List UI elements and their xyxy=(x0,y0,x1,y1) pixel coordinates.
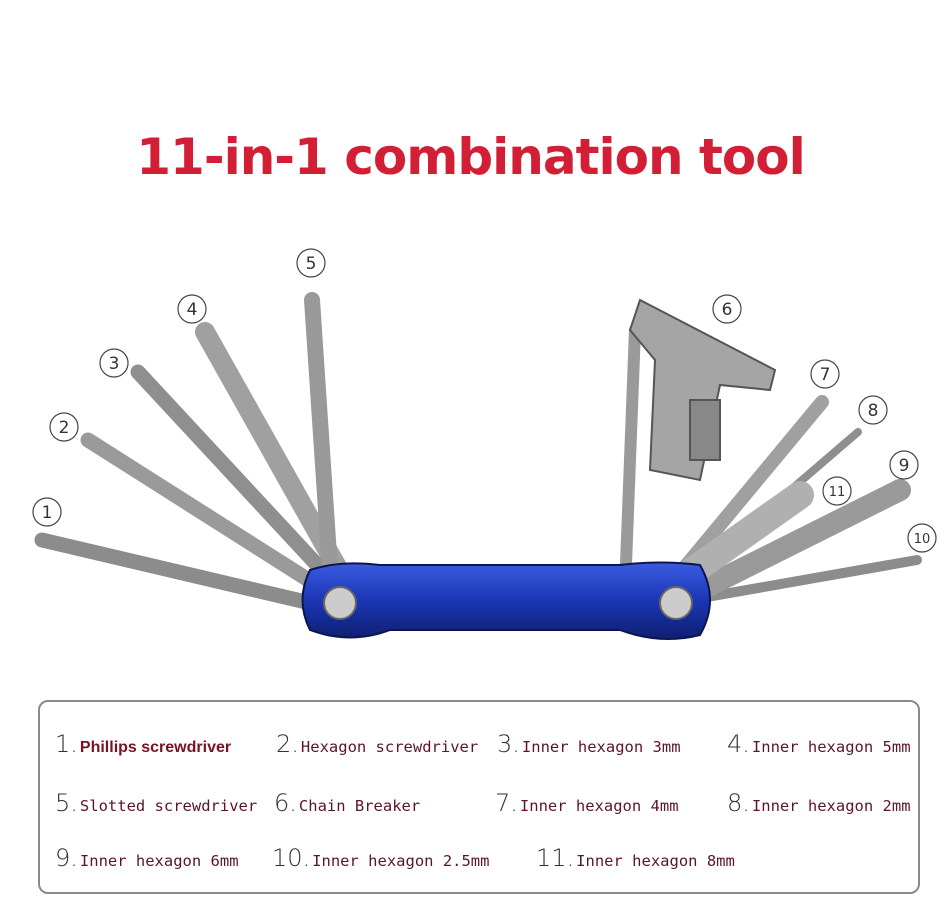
callout-7: 7 xyxy=(820,365,831,385)
legend-item-10: 10.Inner hexagon 2.5mm xyxy=(272,844,490,872)
callout-1: 1 xyxy=(42,503,53,523)
legend-item-11: 11.Inner hexagon 8mm xyxy=(536,844,735,872)
callout-4: 4 xyxy=(187,300,198,320)
callout-6: 6 xyxy=(722,300,733,320)
callout-5: 5 xyxy=(306,254,317,274)
legend-item-9: 9.Inner hexagon 6mm xyxy=(55,844,239,872)
legend-item-7: 7.Inner hexagon 4mm xyxy=(495,789,679,817)
multitool-illustration: 1 2 3 4 5 6 7 8 9 10 11 xyxy=(32,248,937,640)
legend-item-2: 2.Hexagon screwdriver xyxy=(276,730,479,758)
legend-item-5: 5.Slotted screwdriver xyxy=(55,789,258,817)
legend-box xyxy=(38,700,920,894)
tool-3-hex3 xyxy=(130,364,353,603)
callout-8: 8 xyxy=(868,401,879,421)
tool-9-hex6 xyxy=(679,479,911,606)
legend-item-6: 6.Chain Breaker xyxy=(274,789,421,817)
tool-2-hex xyxy=(80,432,348,608)
left-pivot-bolt xyxy=(323,586,357,620)
callout-11: 11 xyxy=(829,485,846,500)
chain-breaker xyxy=(628,298,777,482)
legend-item-3: 3.Inner hexagon 3mm xyxy=(497,730,681,758)
tool-1-phillips xyxy=(34,532,348,618)
legend-item-1: 1.Phillips screwdriver xyxy=(55,730,232,758)
callout-9: 9 xyxy=(899,456,910,476)
callout-10: 10 xyxy=(914,532,931,547)
tool-10-hex25 xyxy=(685,555,922,605)
blue-body xyxy=(301,561,711,640)
legend-item-8: 8.Inner hexagon 2mm xyxy=(727,789,911,817)
callout-2: 2 xyxy=(59,418,70,438)
tool-5-slotted xyxy=(304,292,338,578)
right-pivot-bolt xyxy=(659,586,693,620)
product-title: 11-in-1 combination tool xyxy=(136,128,806,186)
callout-3: 3 xyxy=(109,354,120,374)
legend-item-4: 4.Inner hexagon 5mm xyxy=(727,730,911,758)
chain-breaker-pin xyxy=(619,324,641,596)
